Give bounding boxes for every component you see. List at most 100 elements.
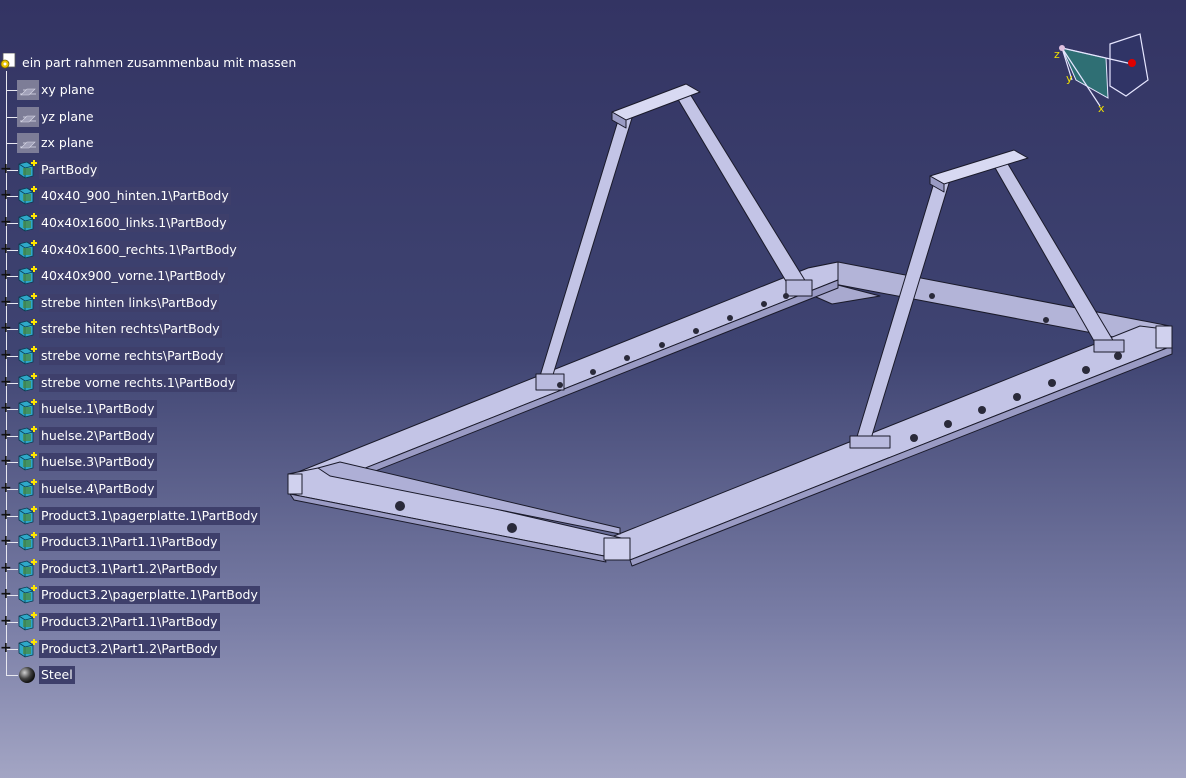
expand-icon[interactable]: + [0, 187, 12, 204]
tree-item-label[interactable]: strebe hiten rechts\PartBody [39, 320, 222, 339]
tree-item[interactable]: + strebe vorne rechts.1\PartBody [0, 372, 280, 394]
tree-item[interactable]: zx plane [0, 132, 280, 154]
partbody-icon [17, 532, 37, 552]
partbody-icon [17, 239, 37, 260]
partbody-icon [17, 319, 37, 339]
root-part-icon [0, 52, 16, 71]
tree-item-label[interactable]: Product3.2\Part1.2\PartBody [39, 639, 220, 658]
expand-icon[interactable]: + [0, 373, 12, 390]
tree-item-label[interactable]: huelse.2\PartBody [39, 426, 157, 445]
tree-item-label[interactable]: xy plane [41, 82, 95, 97]
tree-item[interactable]: + Product3.1\Part1.1\PartBody [0, 531, 280, 553]
tree-branch-line [6, 90, 18, 91]
tree-item[interactable]: + huelse.1\PartBody [0, 398, 280, 420]
tree-item[interactable]: + huelse.4\PartBody [0, 478, 280, 500]
expand-icon[interactable]: + [0, 506, 12, 523]
expand-icon[interactable]: + [0, 160, 12, 177]
tree-root[interactable]: ein part rahmen zusammenbau mit massen [0, 52, 300, 74]
tree-item-label[interactable]: huelse.1\PartBody [39, 400, 157, 419]
material-sphere-icon [17, 665, 37, 685]
expand-icon[interactable]: + [0, 320, 12, 337]
expand-icon[interactable]: + [0, 347, 12, 363]
tree-branch-line [6, 143, 18, 145]
tree-branch-line [6, 116, 18, 118]
partbody-icon [17, 612, 37, 632]
tree-branch-line [6, 462, 18, 464]
expand-icon[interactable]: + [0, 400, 12, 417]
tree-item-label[interactable]: Product3.1\pagerplatte.1\PartBody [39, 506, 260, 525]
tree-item-label[interactable]: 40x40x1600_links.1\PartBody [39, 214, 229, 232]
tree-item-label[interactable]: Product3.2\pagerplatte.1\PartBody [39, 586, 260, 605]
expand-icon[interactable]: + [0, 559, 12, 576]
partbody-icon [17, 452, 37, 472]
expand-icon[interactable]: + [0, 533, 12, 550]
tree-item-label[interactable]: zx plane [41, 135, 94, 151]
tree-item-label[interactable]: 40x40x1600_rechts.1\PartBody [39, 240, 239, 259]
tree-item[interactable]: + strebe hiten rechts\PartBody [0, 318, 280, 340]
view-compass[interactable]: z y x [1050, 30, 1160, 120]
tree-item[interactable]: + strebe vorne rechts\PartBody [0, 345, 280, 367]
expand-icon[interactable]: + [0, 240, 12, 257]
tree-item[interactable]: + Product3.2\pagerplatte.1\PartBody [0, 584, 280, 606]
tree-item[interactable]: + Product3.1\Part1.2\PartBody [0, 558, 280, 580]
expand-icon[interactable]: + [0, 267, 12, 284]
expand-icon[interactable]: + [0, 586, 12, 603]
compass-graphic[interactable] [1050, 30, 1160, 120]
plane-icon [17, 80, 39, 100]
tree-branch-line [6, 595, 18, 597]
tree-item-label[interactable]: yz plane [41, 108, 94, 124]
expand-icon[interactable]: + [0, 426, 12, 443]
tree-item[interactable]: +40x40x1600_links.1\PartBody [0, 212, 280, 234]
tree-branch-line [6, 648, 18, 650]
left-a-frame-right-strut [675, 93, 807, 289]
tree-item-label[interactable]: huelse.4\PartBody [39, 480, 157, 498]
partbody-icon [17, 372, 37, 393]
expand-icon[interactable]: + [0, 613, 12, 629]
tree-item[interactable]: + strebe hinten links\PartBody [0, 292, 280, 314]
frame-corner-cap [287, 473, 303, 495]
tree-item[interactable]: +40x40x900_vorne.1\PartBody [0, 265, 280, 287]
left-a-frame-left-strut [539, 113, 633, 379]
tree-item[interactable]: + Product3.2\Part1.2\PartBody [0, 638, 280, 660]
tree-item[interactable]: +40x40x1600_rechts.1\PartBody [0, 239, 280, 261]
frame-rear-crossbeam [807, 261, 1173, 347]
tree-item-label[interactable]: Product3.1\Part1.1\PartBody [39, 533, 220, 552]
tree-root-label[interactable]: ein part rahmen zusammenbau mit massen [22, 55, 297, 70]
expand-icon[interactable]: + [0, 293, 12, 310]
compass-x-label: x [1098, 102, 1105, 115]
tree-item[interactable]: + Product3.2\Part1.1\PartBody [0, 611, 280, 633]
partbody-icon [17, 479, 37, 499]
tree-item[interactable]: + huelse.3\PartBody [0, 451, 280, 473]
tree-branch-line [6, 409, 18, 411]
plane-icon [17, 106, 39, 127]
tree-item[interactable]: + Product3.1\pagerplatte.1\PartBody [0, 505, 280, 527]
tree-item[interactable]: + PartBody [0, 159, 280, 181]
tree-branch-line [6, 196, 18, 198]
expand-icon[interactable]: + [0, 453, 12, 470]
tree-item-label[interactable]: 40x40_900_hinten.1\PartBody [39, 187, 231, 206]
tree-item-label[interactable]: PartBody [39, 160, 100, 179]
expand-icon[interactable]: + [0, 480, 12, 496]
tree-item-label[interactable]: Product3.1\Part1.2\PartBody [39, 559, 220, 578]
tree-item[interactable]: Steel [0, 664, 280, 686]
left-a-frame-foot [785, 279, 813, 297]
tree-item[interactable]: xy plane [0, 79, 280, 101]
tree-item-label[interactable]: Steel [39, 666, 75, 685]
tree-connector-line [6, 71, 7, 676]
steel-frame-geometry [287, 83, 1173, 567]
tree-item-label[interactable]: strebe vorne rechts\PartBody [39, 347, 226, 365]
tree-item[interactable]: + huelse.2\PartBody [0, 425, 280, 447]
expand-icon[interactable]: + [0, 214, 12, 230]
tree-item-label[interactable]: strebe vorne rechts.1\PartBody [39, 373, 238, 392]
tree-item-label[interactable]: 40x40x900_vorne.1\PartBody [39, 267, 228, 286]
partbody-icon [17, 292, 37, 313]
tree-item-label[interactable]: huelse.3\PartBody [39, 453, 157, 472]
tree-item-label[interactable]: strebe hinten links\PartBody [39, 293, 220, 312]
tree-item[interactable]: +40x40_900_hinten.1\PartBody [0, 185, 280, 207]
expand-icon[interactable]: + [0, 639, 12, 656]
tree-item-label[interactable]: Product3.2\Part1.1\PartBody [39, 613, 220, 631]
tree-item[interactable]: yz plane [0, 106, 280, 128]
partbody-icon [17, 638, 37, 659]
